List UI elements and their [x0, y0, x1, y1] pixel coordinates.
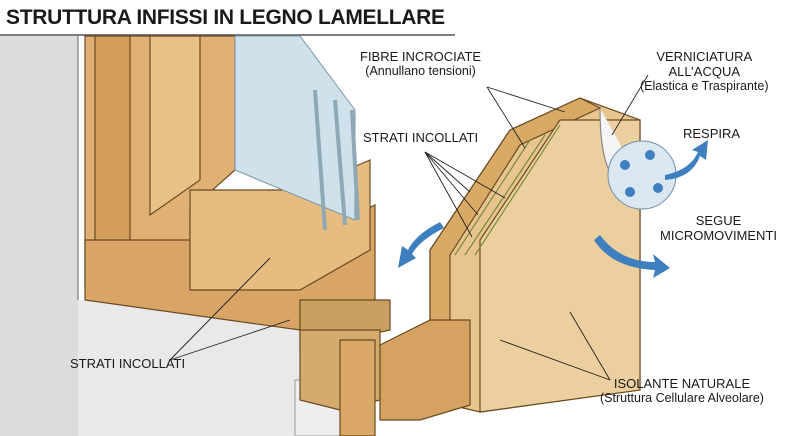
- label-sub: (Elastica e Traspirante): [640, 79, 769, 93]
- window-frame: [84, 35, 391, 436]
- label-respira: RESPIRA: [683, 126, 741, 141]
- label-strati-incollati-left: STRATI INCOLLATI: [70, 356, 186, 371]
- label-line2: MICROMOVIMENTI: [660, 228, 777, 243]
- label-sub: (Annullano tensioni): [365, 64, 476, 78]
- label-main-2: ALL’ACQUA: [668, 64, 741, 79]
- label-isolante-naturale: ISOLANTE NATURALE (Struttura Cellulare A…: [600, 376, 764, 406]
- micromovement-arrow-icon: [594, 235, 670, 278]
- glass-panes: [234, 35, 360, 231]
- label-sub: (Struttura Cellulare Alveolare): [600, 391, 764, 405]
- label-main: ISOLANTE NATURALE: [613, 376, 751, 391]
- flow-arrows: [398, 140, 708, 278]
- label-segue-micromovimenti: SEGUE MICROMOVIMENTI: [660, 213, 777, 243]
- label-verniciatura: VERNICIATURA ALL’ACQUA (Elastica e Trasp…: [640, 49, 769, 94]
- breathing-molecule-icon: [607, 140, 677, 210]
- label-main: FIBRE INCROCIATE: [360, 49, 482, 64]
- label-main: VERNICIATURA: [656, 49, 753, 64]
- page-title: STRUTTURA INFISSI IN LEGNO LAMELLARE: [6, 6, 445, 29]
- laminated-wood-block: [379, 97, 641, 421]
- label-line1: SEGUE: [695, 213, 742, 228]
- respira-arrow-icon: [665, 140, 708, 180]
- leader-lines: [169, 74, 649, 381]
- left-arrow-icon: [398, 222, 444, 268]
- wall: [0, 36, 341, 436]
- label-strati-incollati-right: STRATI INCOLLATI: [363, 130, 479, 145]
- label-fibre-incrociate: FIBRE INCROCIATE (Annullano tensioni): [360, 49, 481, 79]
